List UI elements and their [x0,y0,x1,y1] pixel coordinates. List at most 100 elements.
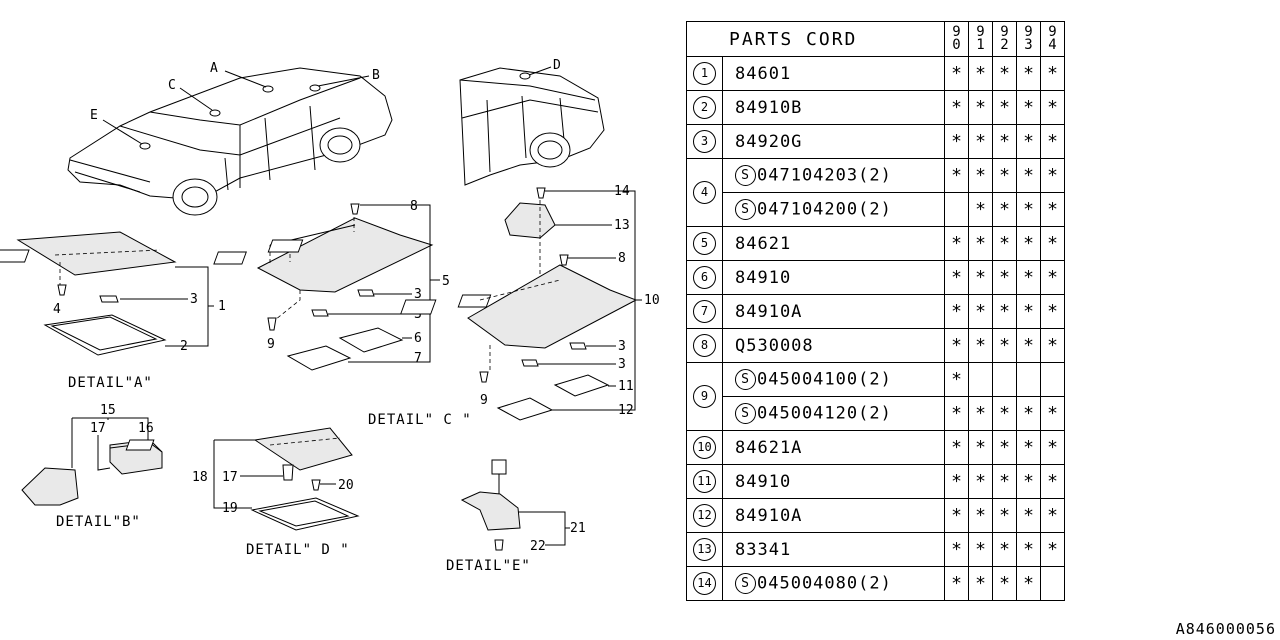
callout-4: 4 [53,302,61,317]
catalog-id: A846000056 [1175,620,1276,638]
year-applicability-mark: * [992,532,1017,567]
year-applicability-mark: * [1040,260,1065,295]
callout-19: 19 [222,501,238,516]
callout-8-r: 8 [618,251,626,266]
callout-8-c: 8 [410,199,418,214]
year-applicability-mark: * [944,294,969,329]
year-applicability-mark: * [1040,192,1065,227]
year-applicability-mark: * [1040,328,1065,363]
year-applicability-mark: * [992,192,1017,227]
callout-9-r: 9 [480,393,488,408]
callout-12: 12 [618,403,634,418]
callout-14: 14 [614,184,630,199]
year-applicability-mark: * [968,566,993,601]
detail-e-group [460,459,570,551]
detail-a-group [0,231,214,356]
year-applicability-mark [1040,566,1065,601]
callout-15: 15 [100,403,116,418]
year-applicability-mark: * [968,396,993,431]
part-code: 045004080(2) [757,573,892,594]
part-code: 83341 [735,539,792,560]
year-applicability-mark: * [944,464,969,499]
detail-c-middle-group [213,203,440,371]
year-applicability-mark [992,362,1017,397]
ref-number-cell: 1 [686,56,723,91]
callout-22: 22 [530,539,546,554]
year-applicability-mark: * [968,464,993,499]
ref-number-cell: 12 [686,498,723,533]
part-code-cell: 84910 [722,464,945,499]
parts-diagram: A B C E D 3 1 2 4 DETAIL"A" [0,58,660,574]
year-applicability-mark: * [944,158,969,193]
year-applicability-mark: * [1040,498,1065,533]
detail-d-label: DETAIL" D " [246,542,350,558]
year-applicability-mark: * [1016,566,1041,601]
part-code: 84910 [735,471,792,492]
ref-number-cell: 4 [686,158,723,227]
ref-number: 2 [693,96,716,119]
part-code: 84910 [735,267,792,288]
ref-number-cell: 6 [686,260,723,295]
sedan-illustration [67,67,393,216]
part-code: 84601 [735,63,792,84]
year-applicability-mark: * [968,498,993,533]
callout-5: 5 [442,274,450,289]
callout-2: 2 [180,339,188,354]
callout-16: 16 [138,421,154,436]
ref-number: 12 [693,504,716,527]
part-code-cell: 84621A [722,430,945,465]
detail-c-label: DETAIL" C " [368,412,472,428]
year-applicability-mark: * [992,124,1017,159]
year-applicability-mark: * [992,566,1017,601]
year-applicability-mark: * [1040,226,1065,261]
detail-c-right-group [400,187,642,421]
ref-number-cell: 11 [686,464,723,499]
year-applicability-mark: * [1016,260,1041,295]
year-applicability-mark: * [1040,430,1065,465]
year-applicability-mark: * [944,396,969,431]
ref-number-cell: 5 [686,226,723,261]
year-applicability-mark: * [1016,498,1041,533]
callout-d: D [553,58,561,73]
year-applicability-mark: * [1016,226,1041,261]
year-applicability-mark: * [992,294,1017,329]
part-code-cell: 84910 [722,260,945,295]
callout-10: 10 [644,293,660,308]
year-applicability-mark: * [968,192,993,227]
parts-cord-header: PARTS CORD [686,21,945,57]
detail-b-group [21,417,163,506]
year-applicability-mark: * [1040,532,1065,567]
year-applicability-mark: * [992,226,1017,261]
ref-number-cell: 8 [686,328,723,363]
part-code: 047104203(2) [757,165,892,186]
ref-number: 3 [693,130,716,153]
year-applicability-mark: * [944,226,969,261]
ref-number: 10 [693,436,716,459]
year-applicability-mark: * [1016,464,1041,499]
year-applicability-mark [968,362,993,397]
part-code: 84621 [735,233,792,254]
year-applicability-mark: * [1016,56,1041,91]
year-applicability-mark: * [1016,396,1041,431]
callout-11: 11 [618,379,634,394]
ref-number-cell: 10 [686,430,723,465]
year-applicability-mark: * [944,566,969,601]
